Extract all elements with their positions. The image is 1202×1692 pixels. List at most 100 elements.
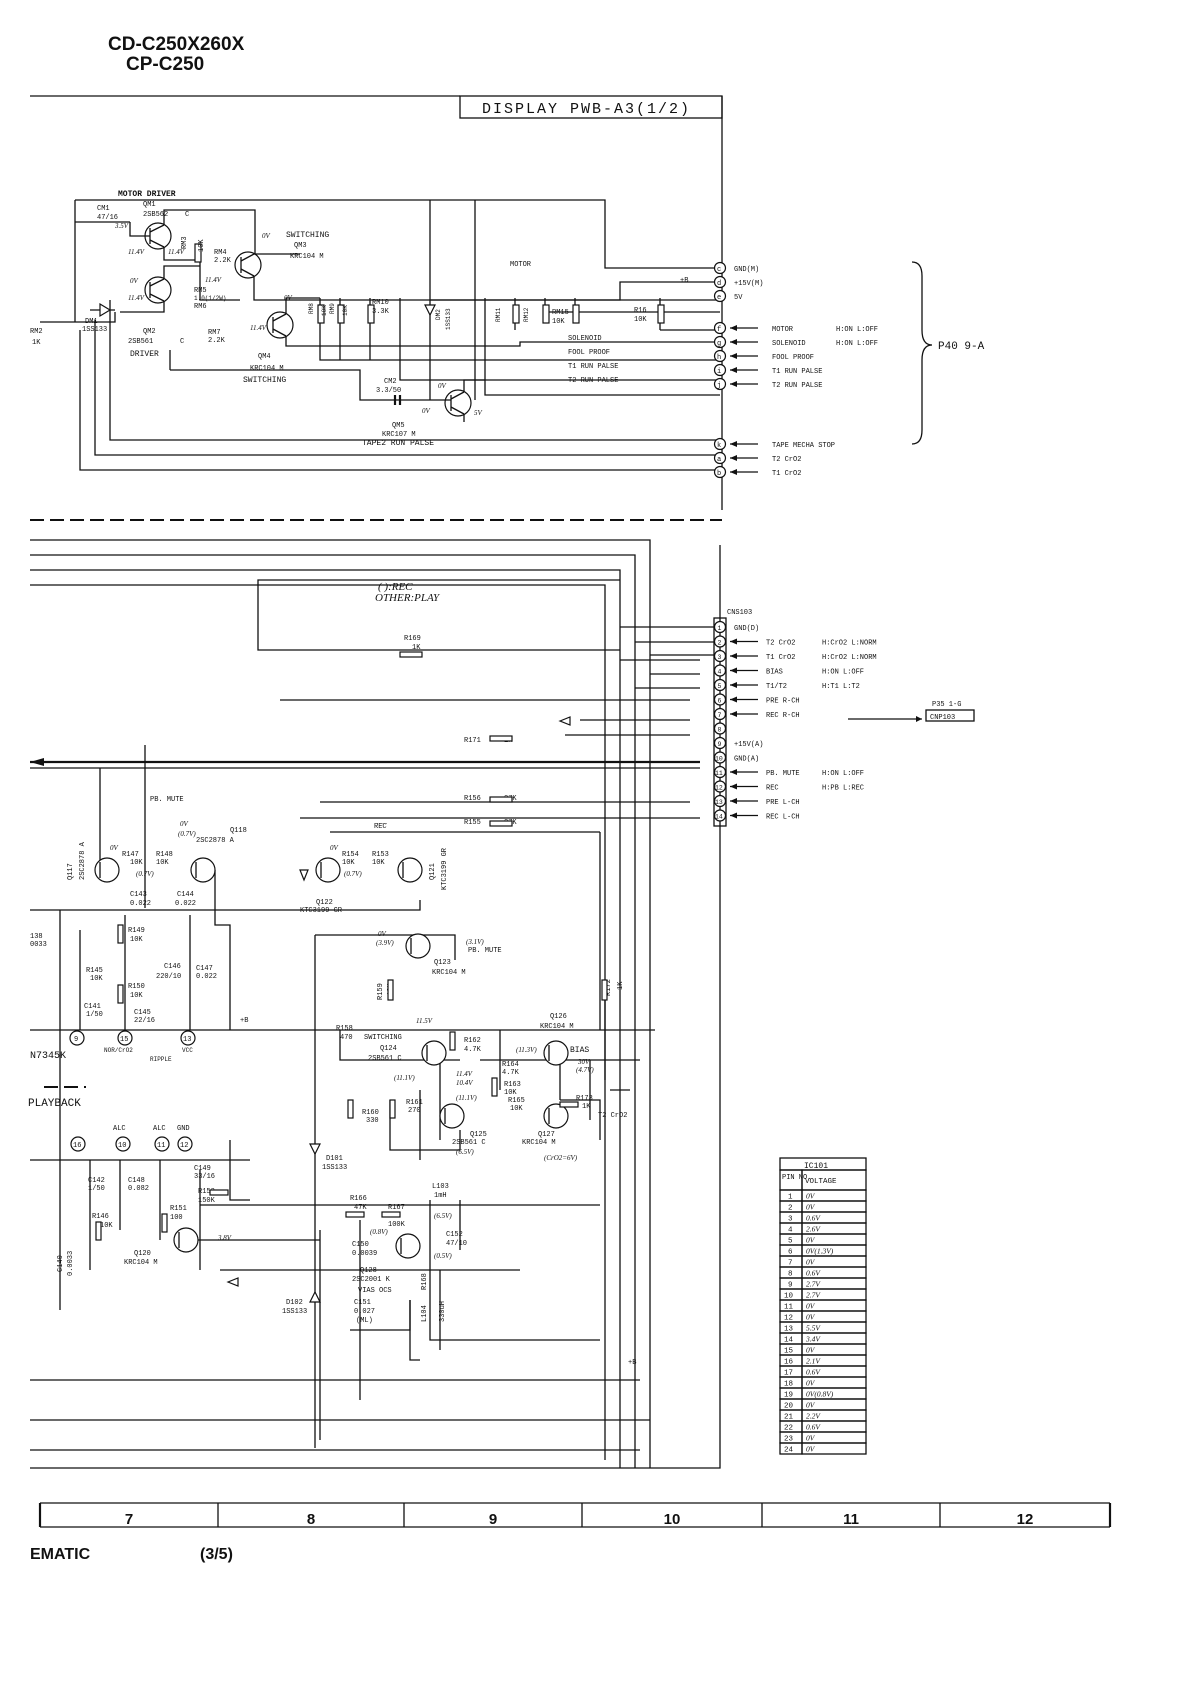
r167-label: R167 <box>388 1204 405 1212</box>
cns103-pin-9: 9+15V(A) <box>713 736 763 750</box>
qm5-transistor <box>444 389 472 417</box>
q123-type: KRC104 M <box>432 969 466 977</box>
q128-transistor <box>395 1233 421 1259</box>
r169-label: R169 <box>404 635 421 643</box>
cns103-pin-number: 5 <box>718 683 722 690</box>
c141-label: C141 <box>84 1003 101 1011</box>
rm10-resistor <box>367 304 375 324</box>
ic101-row: 1 0V <box>779 1189 867 1202</box>
solenoid-net-label: SOLENOID <box>568 335 602 343</box>
p40-pin-label: GND(M) <box>734 266 759 274</box>
q120-label: Q120 <box>134 1250 151 1258</box>
dm1-type: 1SS133 <box>82 326 107 334</box>
cns103-body <box>713 617 727 827</box>
d101-label: D101 <box>326 1155 343 1163</box>
c152-label: C152 <box>446 1231 463 1239</box>
qm4-transistor <box>266 311 294 339</box>
rm12-resistor <box>542 304 550 324</box>
p40-pin-letter: c <box>717 266 721 274</box>
cns103-title: CNS103 <box>727 609 752 617</box>
c140-value: 0.0033 <box>67 1251 75 1276</box>
ic101-pin-cell: 1 <box>788 1194 793 1202</box>
p40-pin-letter: k <box>717 442 721 450</box>
signal-arrow-b <box>226 1277 239 1287</box>
rm3-resistor <box>194 243 202 263</box>
rm11-label: RM11 <box>495 307 502 322</box>
cns103-pin-number: 14 <box>715 814 723 821</box>
r164-value: 4.7K <box>502 1069 520 1077</box>
ic101-pin-cell: 3 <box>788 1216 793 1224</box>
cns103-pin-label: REC <box>766 785 779 793</box>
d101-type: 1SS133 <box>322 1164 347 1172</box>
footer-column-7: 7 <box>125 1511 133 1528</box>
lower-voltage-11-1-b: (11.1V) <box>394 1074 415 1082</box>
cnp103-box <box>925 709 975 722</box>
q127-type: KRC104 M <box>522 1139 556 1147</box>
r153-label: R153 <box>372 851 389 859</box>
ic101-pin-cell: 15 <box>784 1348 794 1356</box>
lower-voltage-11-3: (11.3V) <box>516 1046 537 1054</box>
r166-label: R166 <box>350 1195 367 1203</box>
lower-voltage-0v-a: 0V <box>110 844 119 852</box>
upper-voltage-0v-b: 0V <box>262 232 271 240</box>
upper-voltage-5v: 5V <box>474 409 483 417</box>
cro2-note: (CrO2=6V) <box>544 1154 578 1162</box>
lower-voltage-11-1-a: (11.1V) <box>456 1094 477 1102</box>
r158-label: R158 <box>336 1025 353 1033</box>
r149-label: R149 <box>128 927 145 935</box>
p40-pin-c: c GND(M) <box>713 261 759 275</box>
ic101-voltage-cell: 3.4V <box>805 1335 821 1344</box>
qm2-label: QM2 <box>143 328 156 336</box>
d102-diode <box>309 1290 321 1303</box>
lower-voltage-0v-d: 0V <box>378 930 387 938</box>
upper-voltage-11-4-d: 11.4V <box>128 294 145 302</box>
left-signal-arrow <box>30 758 44 766</box>
ic101-voltage-cell: 0V <box>806 1192 816 1201</box>
ic-pin-vcc: VCC <box>182 1047 193 1054</box>
p40-brace <box>911 261 933 445</box>
cns103-pin-number: 2 <box>718 640 722 647</box>
qm4-switching-label: SWITCHING <box>243 376 286 385</box>
q121-label: Q121 <box>429 863 437 880</box>
ic-pin-16 <box>70 1136 86 1152</box>
r151-value: 100 <box>170 1214 183 1222</box>
r149-value: 10K <box>130 936 143 944</box>
p40-pin-letter: b <box>717 470 721 478</box>
rm7-value: 2.2K <box>208 337 226 345</box>
r145-label: R145 <box>86 967 103 975</box>
r16-value: 10K <box>634 316 647 324</box>
ic101-voltage-cell: 2.2V <box>806 1412 821 1421</box>
r172-value: 1K <box>617 981 625 990</box>
q118-label: Q118 <box>230 827 247 835</box>
ic101-voltage-cell: 2.7V <box>806 1280 821 1289</box>
q126-transistor <box>543 1040 569 1066</box>
p40-pin-d: d+15V(M) <box>713 275 763 289</box>
rm3-label: RM3 <box>181 236 189 249</box>
ic101-pin-cell: 7 <box>788 1260 793 1268</box>
upper-voltage-0v-e: 0V <box>422 407 431 415</box>
q126-type: KRC104 M <box>540 1023 574 1031</box>
dm2-diode <box>424 304 436 317</box>
svg-text:15: 15 <box>120 1036 128 1044</box>
dm1-label: DM1 <box>85 318 98 326</box>
lower-voltage-3-8: 3.8V <box>217 1234 232 1242</box>
rm15-value: 10K <box>552 318 565 326</box>
upper-voltage-0v-c: 0V <box>284 294 293 302</box>
c147-value: 0.022 <box>196 973 217 981</box>
p40-pin-label: T2 CrO2 <box>772 456 801 464</box>
ic101-voltage-cell: 0V <box>806 1203 816 1212</box>
q127-label: Q127 <box>538 1131 555 1139</box>
schematic-label: EMATIC <box>30 1546 91 1563</box>
c150-value: 0.0039 <box>352 1250 377 1258</box>
